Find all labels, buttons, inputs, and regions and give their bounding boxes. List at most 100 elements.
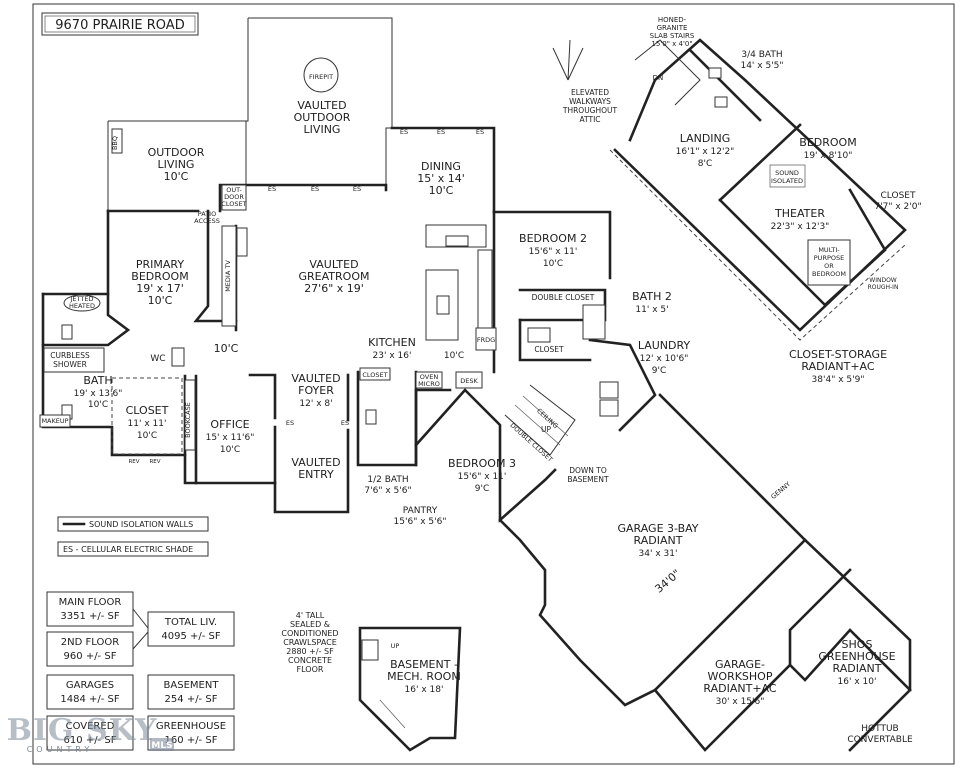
- main-floor-connector: [132, 608, 149, 629]
- firepit-circle: [303, 57, 339, 93]
- greenhouse-area-l1: GREENHOUSE: [156, 721, 226, 732]
- basement-mech-l1: BASEMENT -: [390, 658, 458, 671]
- bath2-l1: BATH 2: [632, 290, 672, 303]
- dining-l2: 15' x 14': [417, 172, 465, 185]
- legend-shade-box: [57, 541, 209, 557]
- bedroom2-l3: 10'C: [543, 259, 563, 269]
- curbless-shower-box: [43, 347, 105, 373]
- legend-shade-text: ES - CELLULAR ELECTRIC SHADE: [63, 545, 193, 554]
- jetted-l2: HEATED: [69, 302, 95, 310]
- walkways-l4: ATTIC: [579, 115, 600, 124]
- kitchen-sink: [445, 235, 469, 247]
- dryer: [599, 399, 619, 417]
- crawl-l1: 4' TALL: [296, 611, 325, 620]
- greatroom-l2: GREATROOM: [299, 270, 370, 283]
- vaulted-outdoor-living-l2: OUTDOOR: [294, 111, 351, 124]
- upper-bath-sink: [714, 96, 728, 108]
- main-floor-details: [39, 57, 619, 456]
- bath-l3: 10'C: [88, 400, 108, 410]
- bedroom-upper-l1: BEDROOM: [799, 136, 856, 149]
- closet-primary-l3: 10'C: [137, 431, 157, 441]
- upper-bath-wall: [688, 48, 762, 122]
- second-floor-l2: 960 +/- SF: [64, 651, 117, 662]
- wc-toilet: [171, 347, 185, 367]
- curbless-l2: SHOWER: [53, 360, 87, 369]
- bath-l2: 19' x 13'6": [74, 389, 123, 399]
- garages-l2: 1484 +/- SF: [60, 694, 120, 705]
- bookcase-label: BOOKCASE: [184, 402, 192, 438]
- sound-isolated-l1: SOUND: [775, 169, 799, 177]
- stair-tread-2: [522, 395, 569, 437]
- crawl-l4: CRAWLSPACE: [283, 638, 337, 647]
- legend-sound-box: [57, 516, 209, 532]
- bedroom2-l2: 15'6" x 11': [529, 247, 578, 257]
- title-box: [41, 12, 199, 36]
- desk-label: DESK: [460, 377, 478, 385]
- outdoor-closet-l3: CLOSET: [221, 200, 246, 208]
- walkways-l2: WALKWAYS: [569, 97, 611, 106]
- walkways-l3: THROUGHOUT: [562, 106, 618, 115]
- basement-l2: 254 +/- SF: [165, 694, 218, 705]
- kitchen-side-counter: [477, 249, 493, 341]
- garages-l1: GARAGES: [66, 680, 114, 691]
- workshop-l3: RADIANT+AC: [703, 682, 776, 695]
- patio-access-l1: PATIO: [198, 210, 216, 218]
- primary-bedroom-l2: BEDROOM: [131, 270, 188, 283]
- bath-l1: BATH: [83, 374, 112, 387]
- watermark-tag-bg: [150, 738, 174, 751]
- outdoor-closet-l2: DOOR: [224, 193, 244, 201]
- foyer-l2: FOYER: [298, 384, 334, 397]
- crawl-l3: CONDITIONED: [281, 629, 338, 638]
- pantry-l1: PANTRY: [403, 506, 438, 516]
- bath2-vanity: [527, 327, 551, 343]
- entry-l1: VAULTED: [291, 456, 340, 469]
- main-floor-box: [46, 591, 134, 627]
- main-floor-l1: MAIN FLOOR: [59, 597, 122, 608]
- sound-isolated-box: [769, 164, 806, 188]
- outdoor-closet-l1: OUT-: [226, 186, 242, 194]
- closet-storage-l2: RADIANT+AC: [801, 360, 874, 373]
- covered-box: [46, 715, 134, 751]
- office-l3: 10'C: [220, 445, 240, 455]
- vaulted-outdoor-living-l3: LIVING: [304, 123, 341, 136]
- workshop-l2: WORKSHOP: [708, 670, 773, 683]
- closet-upper-l2: 7'7" x 2'0": [874, 202, 921, 212]
- foyer-l1: VAULTED: [291, 372, 340, 385]
- bedroom-upper-l2: 19' x 8'10": [804, 151, 853, 161]
- dn-label: DN: [653, 74, 664, 82]
- greenhouse-l4: 16' x 10': [838, 677, 877, 687]
- greenhouse-box: [147, 715, 235, 751]
- stair-outline: [504, 384, 576, 456]
- wall-office-north: [248, 373, 277, 420]
- north-arrow: [552, 39, 584, 81]
- hottub-l2: CONVERTABLE: [847, 735, 913, 745]
- outdoor-living-l2: LIVING: [158, 158, 195, 171]
- primary-bedroom-l4: 10'C: [148, 294, 173, 307]
- hall-ceiling-label: 10'C: [214, 342, 239, 355]
- total-liv-box: [147, 611, 235, 647]
- theater-l1: THEATER: [774, 207, 825, 220]
- hottub-l1: HOTTUB: [861, 724, 898, 734]
- half-bath-l2: 7'6" x 5'6": [364, 486, 411, 496]
- watermark-tag: MLS: [151, 741, 172, 751]
- granite-stair-outline: [634, 39, 701, 106]
- down-basement-l1: DOWN TO: [569, 466, 607, 475]
- wall-pantry: [414, 388, 452, 467]
- patio-access-l2: ACCESS: [194, 217, 220, 225]
- multi-purpose-l3: OR: [824, 262, 834, 270]
- window-rough-l2: ROUGH-IN: [868, 284, 899, 291]
- bath2-l2: 11' x 5': [635, 305, 668, 315]
- basement-up-label: UP: [391, 642, 400, 650]
- jetted-l1: JETTED: [70, 295, 94, 303]
- outdoor-living-l3: 10'C: [164, 170, 189, 183]
- garage3-l1: GARAGE 3-BAY: [617, 522, 698, 535]
- granite-l3: SLAB STAIRS: [650, 32, 695, 40]
- closet-storage-l3: 38'4" x 5'9": [812, 375, 865, 385]
- main-floor-walls: [41, 17, 912, 752]
- pantry-l2: 15'6" x 5'6": [394, 517, 447, 527]
- three-quarter-bath-l2: 14' x 5'5": [740, 61, 783, 71]
- granite-l2: GRANITE: [657, 24, 688, 32]
- foyer-closet-box: [359, 367, 391, 381]
